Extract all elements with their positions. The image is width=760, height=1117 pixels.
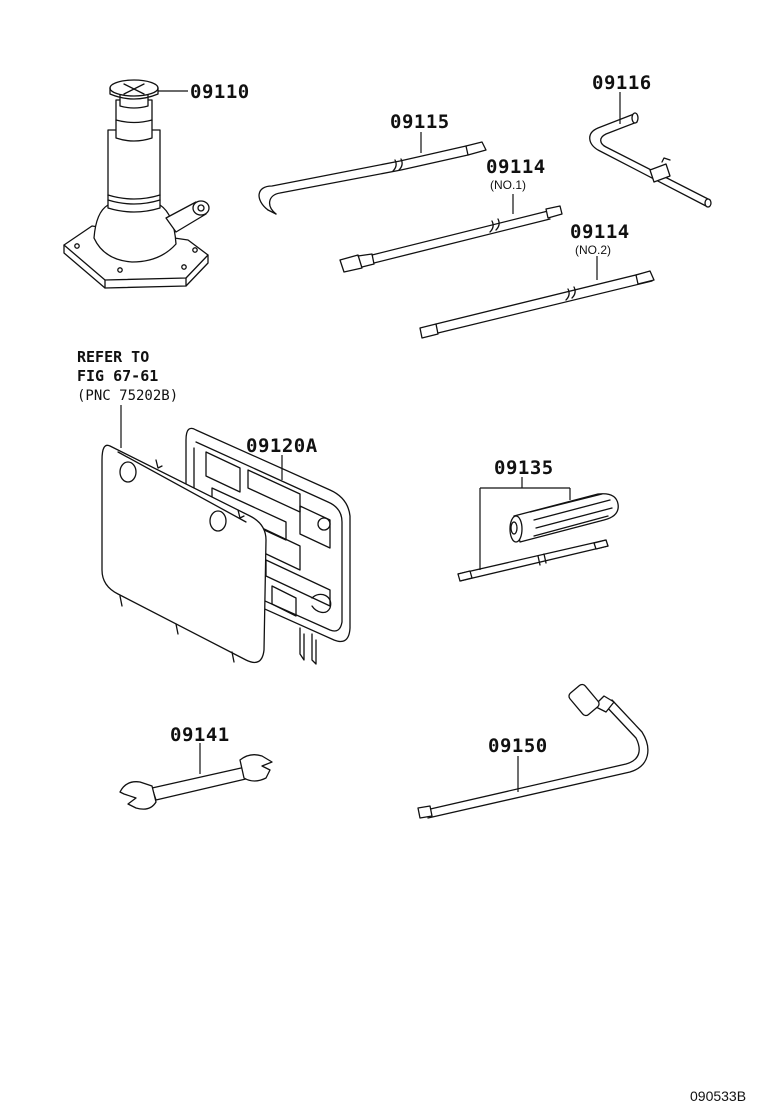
jack-handle-illustration bbox=[258, 132, 487, 215]
part-number-09114-no2: 09114 bbox=[570, 221, 630, 243]
part-number-09116: 09116 bbox=[592, 72, 652, 94]
extension-no2-illustration bbox=[419, 256, 655, 339]
note-line-1: REFER TO bbox=[77, 348, 149, 366]
part-number-09114-no1: 09114 bbox=[486, 156, 546, 178]
part-number-09120A: 09120A bbox=[246, 435, 318, 457]
figure-code: 090533B bbox=[690, 1088, 746, 1104]
part-sub-no2: (NO.2) bbox=[575, 243, 611, 257]
tool-bag-illustration bbox=[101, 427, 351, 665]
lug-wrench-illustration bbox=[417, 683, 649, 819]
extension-no1-illustration bbox=[339, 194, 563, 273]
part-number-09115: 09115 bbox=[390, 111, 450, 133]
screwdriver-illustration bbox=[457, 477, 619, 582]
note-line-3: (PNC 75202B) bbox=[77, 388, 178, 404]
jack-illustration bbox=[63, 79, 210, 289]
crank-illustration bbox=[589, 92, 712, 208]
part-number-09135: 09135 bbox=[494, 457, 554, 479]
note-line-2: FIG 67-61 bbox=[77, 367, 158, 385]
part-number-09110: 09110 bbox=[190, 81, 250, 103]
part-sub-no1: (NO.1) bbox=[490, 178, 526, 192]
wrench-illustration bbox=[119, 743, 273, 810]
part-number-09141: 09141 bbox=[170, 724, 230, 746]
part-number-09150: 09150 bbox=[488, 735, 548, 757]
